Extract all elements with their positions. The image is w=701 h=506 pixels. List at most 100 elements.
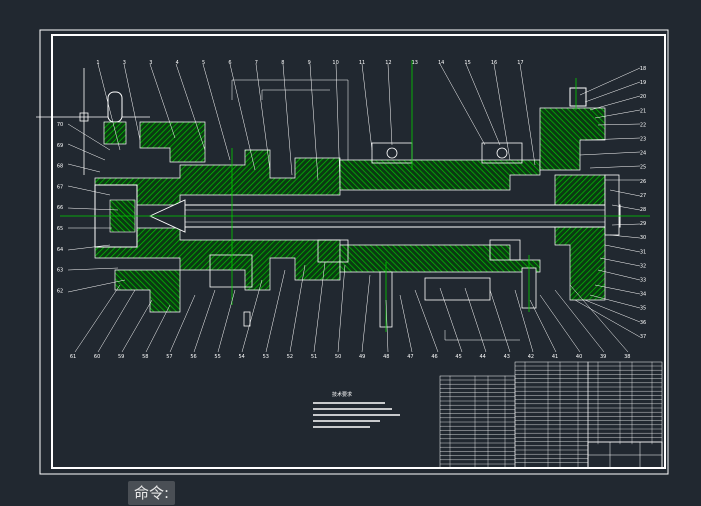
balloon-37: 37 <box>640 334 646 340</box>
center-lines <box>60 60 650 332</box>
balloon-24: 24 <box>640 151 646 157</box>
leader-lines-top <box>97 63 536 186</box>
command-prompt[interactable]: 命令: <box>128 481 176 505</box>
balloon-46: 46 <box>431 354 437 360</box>
outer-frame <box>39 29 669 475</box>
balloon-65: 65 <box>57 226 63 232</box>
balloon-31: 31 <box>640 249 646 255</box>
housing-left-section-lower <box>94 227 341 291</box>
balloon-33: 33 <box>640 278 646 284</box>
balloon-48: 48 <box>383 354 389 360</box>
balloon-29: 29 <box>640 221 646 227</box>
balloon-54: 54 <box>239 354 245 360</box>
inner-frame <box>51 34 666 469</box>
balloon-26: 26 <box>640 179 646 185</box>
balloon-51: 51 <box>311 354 317 360</box>
balloon-27: 27 <box>640 193 646 199</box>
balloon-3: 3 <box>123 60 126 66</box>
leader-lines-right <box>574 67 641 338</box>
balloon-12: 12 <box>385 60 391 66</box>
balloon-42: 42 <box>528 354 534 360</box>
balloon-28: 28 <box>640 207 646 213</box>
balloon-45: 45 <box>455 354 461 360</box>
balloon-57: 57 <box>166 354 172 360</box>
balloon-49: 49 <box>359 354 365 360</box>
leader-lines-bottom <box>74 261 629 353</box>
balloon-10: 10 <box>332 60 338 66</box>
balloon-30: 30 <box>640 235 646 241</box>
balloon-61: 61 <box>70 354 76 360</box>
balloon-35: 35 <box>640 306 646 312</box>
balloon-18: 18 <box>640 66 646 72</box>
top-motor-block <box>139 121 206 163</box>
balloon-25: 25 <box>640 165 646 171</box>
housing-mid-upper <box>339 159 541 191</box>
balloon-8: 8 <box>281 60 284 66</box>
balloon-53: 53 <box>263 354 269 360</box>
housing-mid-lower <box>339 244 541 273</box>
balloon-4: 4 <box>176 60 179 66</box>
balloon-60: 60 <box>94 354 100 360</box>
leader-lines-left <box>67 123 126 293</box>
lever-handle <box>107 91 123 123</box>
balloon-32: 32 <box>640 263 646 269</box>
balloon-66: 66 <box>57 205 63 211</box>
balloon-13: 13 <box>412 60 418 66</box>
balloon-7: 7 <box>255 60 258 66</box>
balloon-labels-right: 18 19 20 21 22 23 24 25 26 27 28 29 30 31 32 33 34 35 36 37 <box>640 66 646 340</box>
balloon-64: 64 <box>57 247 63 253</box>
balloon-23: 23 <box>640 137 646 143</box>
balloon-5: 5 <box>202 60 205 66</box>
balloon-9: 9 <box>308 60 311 66</box>
balloon-20: 20 <box>640 94 646 100</box>
right-pulley <box>569 87 587 107</box>
parts-list-rows <box>440 361 662 469</box>
balloon-59: 59 <box>118 354 124 360</box>
balloon-47: 47 <box>407 354 413 360</box>
balloon-50: 50 <box>335 354 341 360</box>
crosshair-cursor <box>36 68 150 175</box>
balloon-69: 69 <box>57 143 63 149</box>
notes-title: 技术要求 <box>332 391 352 398</box>
parts-list-table <box>439 361 663 469</box>
balloon-22: 22 <box>640 122 646 128</box>
balloon-41: 41 <box>552 354 558 360</box>
balloon-6: 6 <box>228 60 231 66</box>
balloon-19: 19 <box>640 80 646 86</box>
housing-left-section <box>94 149 341 206</box>
balloon-67: 67 <box>57 184 63 190</box>
balloon-3: 3 <box>149 60 152 66</box>
lever-base <box>103 121 127 145</box>
balloon-38: 38 <box>624 354 630 360</box>
balloon-36: 36 <box>640 320 646 326</box>
balloon-11: 11 <box>359 60 365 66</box>
balloon-44: 44 <box>480 354 486 360</box>
right-gear-block <box>539 107 606 171</box>
balloon-58: 58 <box>142 354 148 360</box>
balloon-labels-left: 70 69 68 67 66 65 64 63 62 <box>57 122 63 294</box>
balloon-14: 14 <box>438 60 444 66</box>
housing-right <box>554 174 606 301</box>
balloon-52: 52 <box>287 354 293 360</box>
balloon-16: 16 <box>491 60 497 66</box>
balloon-68: 68 <box>57 164 63 170</box>
balloon-labels-bottom: 61 60 59 58 57 56 55 54 53 52 51 50 49 48 47 46 45 44 43 42… <box>70 354 631 360</box>
balloon-21: 21 <box>640 108 646 114</box>
balloon-43: 43 <box>504 354 510 360</box>
balloon-15: 15 <box>464 60 470 66</box>
balloon-1: 1 <box>96 60 99 66</box>
dimension-lines <box>231 79 520 341</box>
balloon-55: 55 <box>214 354 220 360</box>
balloon-39: 39 <box>600 354 606 360</box>
bottom-left-block <box>114 269 181 313</box>
technical-notes: 技术要求 <box>313 391 400 428</box>
notes-lines <box>313 402 400 428</box>
balloon-40: 40 <box>576 354 582 360</box>
balloon-34: 34 <box>640 292 646 298</box>
balloon-70: 70 <box>57 122 63 128</box>
balloon-62: 62 <box>57 288 63 294</box>
balloon-56: 56 <box>190 354 196 360</box>
balloon-63: 63 <box>57 268 63 274</box>
